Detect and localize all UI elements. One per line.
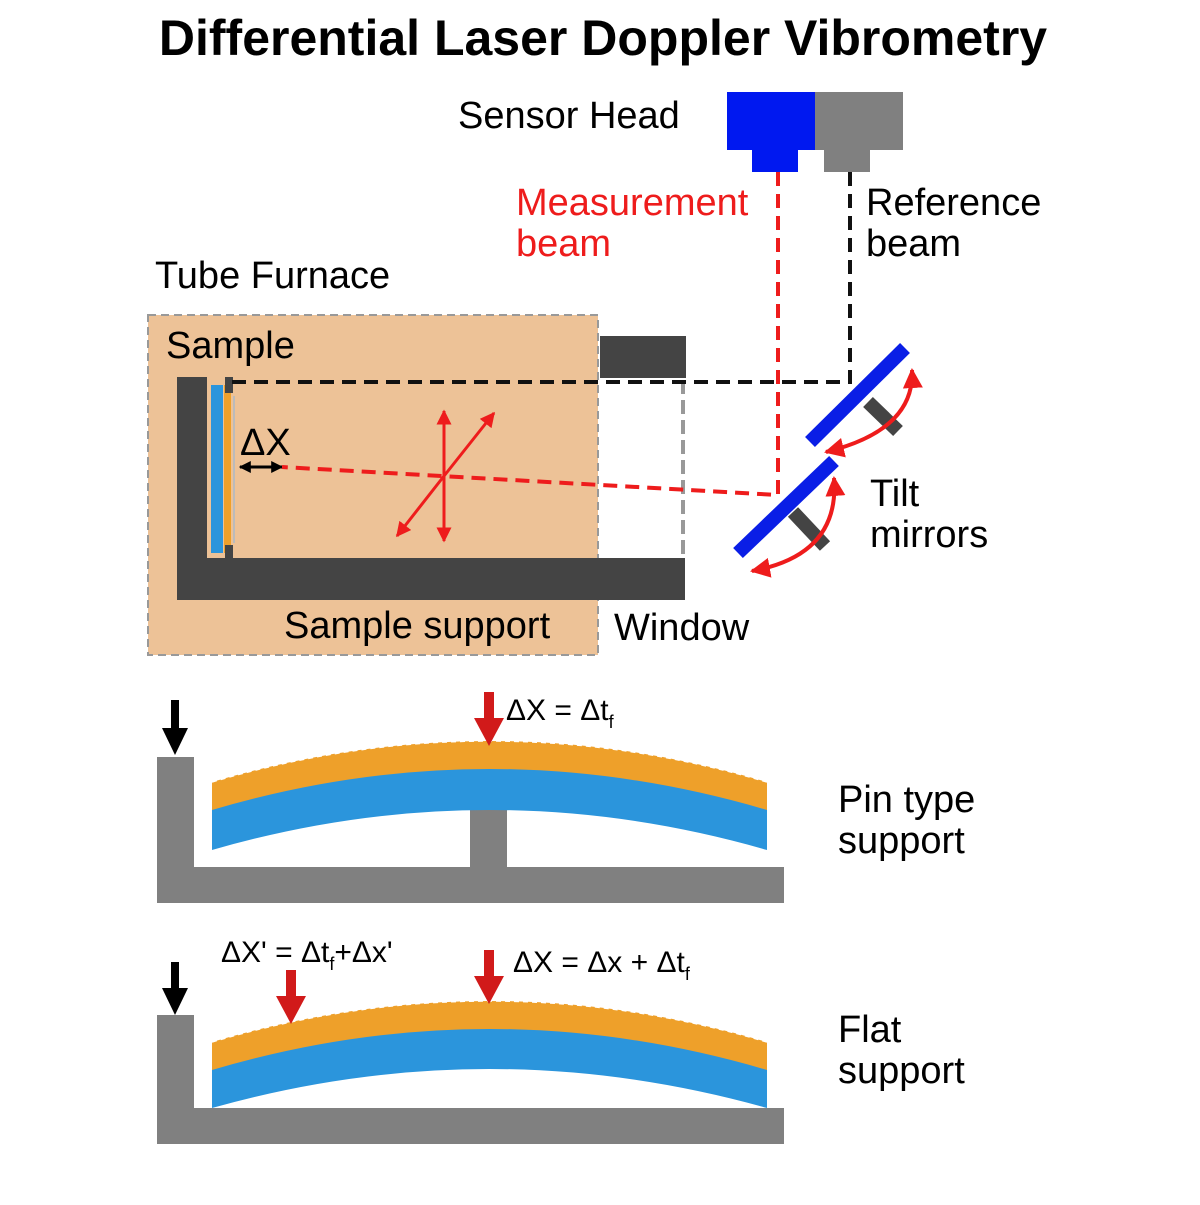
flat-center-equation: ΔX = Δx + Δtf xyxy=(513,946,691,984)
sensor-reference-port xyxy=(824,150,870,172)
measurement-beam-label-1: Measurement xyxy=(516,182,749,224)
window-label: Window xyxy=(614,607,750,649)
tube-furnace-label: Tube Furnace xyxy=(155,255,390,297)
sample-support xyxy=(177,336,686,600)
sensor-head xyxy=(727,92,903,172)
pin-sample-film xyxy=(212,741,767,810)
flat-sample-substrate xyxy=(212,1026,767,1108)
pin-type-support xyxy=(157,692,784,903)
vibration-arrows xyxy=(395,409,496,543)
furnace-sample xyxy=(211,377,235,559)
flat-edge-equation: ΔX' = Δtf+Δx' xyxy=(221,936,393,974)
tilt-mirrors-label-1: Tilt xyxy=(870,473,920,515)
pin-support-label-2: support xyxy=(838,820,965,862)
diagram-title: Differential Laser Doppler Vibrometry xyxy=(159,10,1047,66)
window-holder xyxy=(600,336,686,378)
tilt-mirror-upper xyxy=(805,343,923,458)
flat-support-label-2: support xyxy=(838,1050,965,1092)
sensor-measurement-block xyxy=(727,92,815,150)
tilt-mirror-lower xyxy=(733,455,846,578)
reference-beam-label-1: Reference xyxy=(866,182,1041,224)
delta-x-label: ΔX xyxy=(240,422,291,464)
reference-beam-label-2: beam xyxy=(866,223,961,265)
pin-support-label-1: Pin type xyxy=(838,779,975,821)
measurement-beam-label-2: beam xyxy=(516,223,611,265)
sensor-reference-block xyxy=(815,92,903,150)
pin-sample-substrate xyxy=(212,766,767,850)
sensor-measurement-port xyxy=(752,150,798,172)
flat-support xyxy=(157,950,784,1144)
sensor-head-label: Sensor Head xyxy=(458,95,680,137)
sample-support-label: Sample support xyxy=(284,605,551,647)
pin-equation: ΔX = Δtf xyxy=(506,694,615,732)
flat-sample-film xyxy=(212,1001,767,1070)
tilt-mirrors-label-2: mirrors xyxy=(870,514,988,556)
sample-label: Sample xyxy=(166,325,295,367)
flat-support-label-1: Flat xyxy=(838,1009,902,1051)
